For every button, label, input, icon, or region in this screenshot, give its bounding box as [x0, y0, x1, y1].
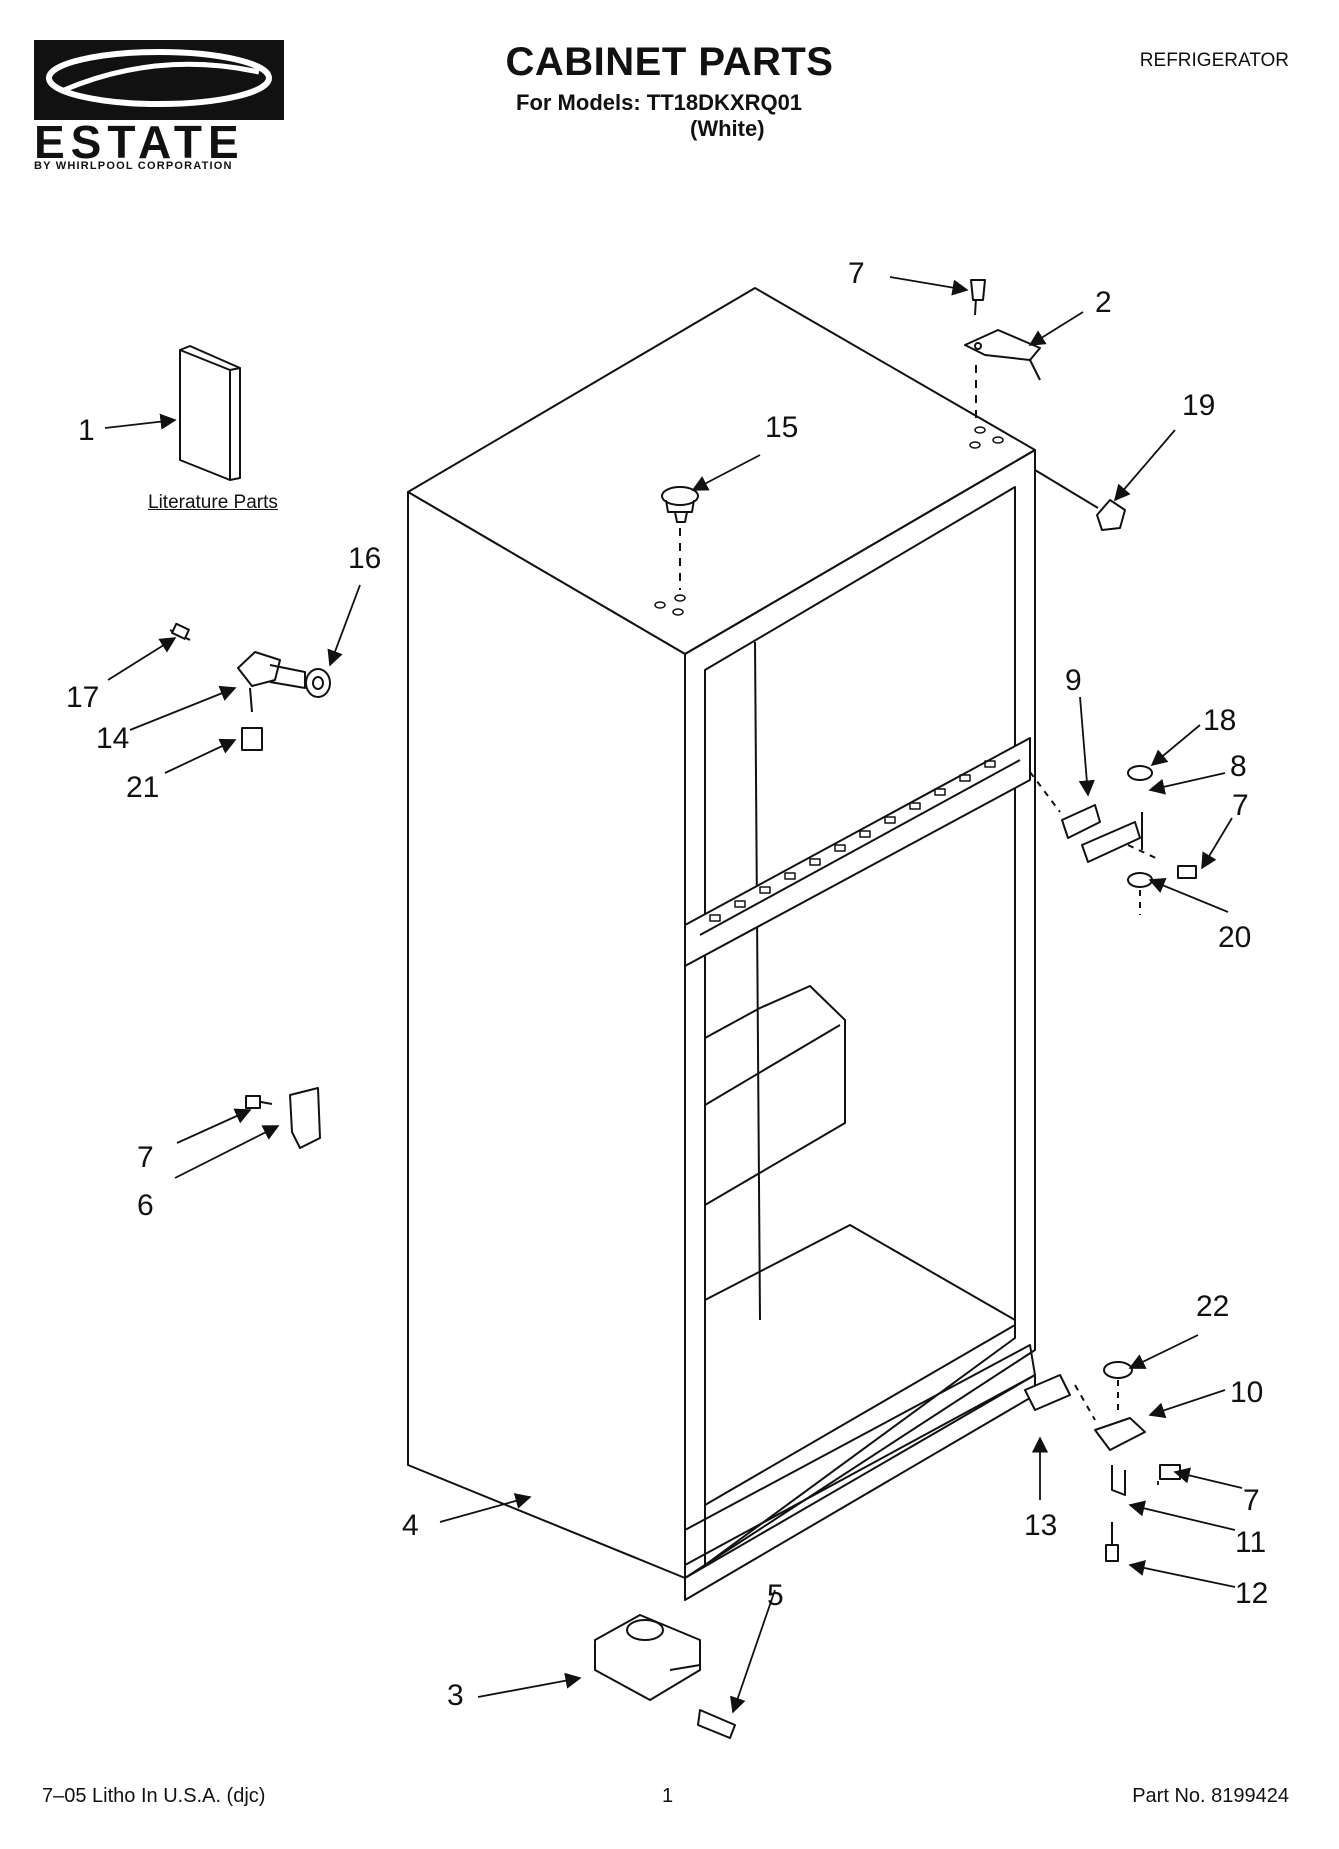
- callout-4: 4: [402, 1509, 419, 1542]
- callout-1: 1: [78, 414, 95, 447]
- callout-8: 8: [1230, 750, 1247, 783]
- callout-6: 6: [137, 1189, 154, 1222]
- callout-7a: 7: [137, 1141, 154, 1174]
- callout-leaders: [104, 276, 1243, 1714]
- callout-7d: 7: [1243, 1484, 1260, 1517]
- literature-parts-booklet: [179, 345, 241, 481]
- callout-21: 21: [126, 771, 159, 804]
- callout-10: 10: [1230, 1376, 1263, 1409]
- hinge-cover-cap: [1034, 469, 1126, 531]
- callout-12: 12: [1235, 1577, 1268, 1610]
- callout-20: 20: [1218, 921, 1251, 954]
- color-line: (White): [690, 116, 765, 141]
- top-plug: [661, 486, 699, 590]
- callout-2: 2: [1095, 286, 1112, 319]
- callout-9: 9: [1065, 664, 1082, 697]
- callout-13: 13: [1024, 1509, 1057, 1542]
- literature-parts-label: Literature Parts: [148, 492, 278, 513]
- leveling-roller: [594, 1614, 736, 1739]
- brand-subtitle: BY WHIRLPOOL CORPORATION: [34, 160, 233, 172]
- callout-11: 11: [1235, 1526, 1266, 1559]
- brand-name: ESTATE: [34, 116, 245, 168]
- callout-14: 14: [96, 722, 129, 755]
- callout-15: 15: [765, 411, 798, 444]
- callout-17: 17: [66, 681, 99, 714]
- left-hinge-assembly: [169, 622, 331, 751]
- page-number: 1: [662, 1785, 674, 1807]
- part-number: Part No. 8199424: [1132, 1785, 1289, 1807]
- center-hinge-assembly: [1029, 765, 1197, 915]
- callout-22: 22: [1196, 1290, 1229, 1323]
- callout-3: 3: [447, 1679, 464, 1712]
- top-holes: [654, 426, 1004, 616]
- litho-note: 7–05 Litho In U.S.A. (djc): [42, 1785, 266, 1807]
- rail-slots: [709, 760, 996, 922]
- callout-18: 18: [1203, 704, 1236, 737]
- callout-16: 16: [348, 542, 381, 575]
- callout-7c: 7: [1232, 789, 1249, 822]
- models-line: For Models: TT18DKXRQ01: [516, 90, 803, 115]
- door-stop-bracket: [245, 1087, 321, 1149]
- category-label: REFRIGERATOR: [1139, 50, 1289, 71]
- page-title: CABINET PARTS: [505, 40, 834, 84]
- top-hinge: [964, 279, 1041, 425]
- callout-numbers: 1 2 3 4 5 6 7 7 7 7 7 8 9 10 11 12 13 14…: [66, 257, 1268, 1712]
- bottom-hinge-assembly: [1024, 1361, 1181, 1562]
- callout-19: 19: [1182, 389, 1215, 422]
- callout-7b: 7: [848, 257, 865, 290]
- estate-logo: ESTATE: [34, 40, 284, 168]
- callout-5: 5: [767, 1579, 784, 1612]
- cabinet-body: [407, 287, 1036, 1601]
